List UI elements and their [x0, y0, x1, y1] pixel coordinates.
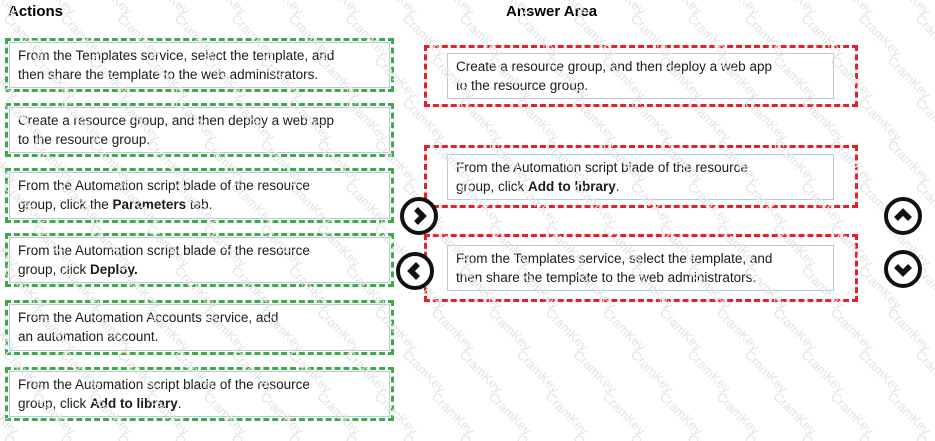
text-line: then share the template to the web admin…: [456, 270, 757, 285]
action-item[interactable]: From the Automation script blade of the …: [5, 233, 394, 287]
text-line: From the Templates service, select the t…: [18, 48, 335, 63]
text-line: From the Automation script blade of the …: [18, 178, 310, 193]
action-item-text: From the Automation script blade of the …: [9, 237, 390, 283]
action-item[interactable]: From the Templates service, select the t…: [5, 38, 394, 92]
answer-area-title: Answer Area: [506, 3, 598, 20]
move-right-button[interactable]: [400, 197, 438, 235]
action-item-text: From the Automation script blade of the …: [9, 172, 390, 219]
answer-item[interactable]: Create a resource group, and then deploy…: [447, 53, 834, 99]
text-line: group, click Deploy.: [18, 262, 138, 277]
text-line: group, click Add to library.: [456, 178, 620, 194]
actions-column-title: Actions: [8, 3, 64, 20]
move-left-button[interactable]: [396, 252, 434, 290]
action-item-text: From the Templates service, select the t…: [9, 42, 390, 88]
chevron-left-icon: [407, 262, 420, 280]
action-item[interactable]: From the Automation Accounts service, ad…: [5, 300, 394, 355]
answer-slot[interactable]: From the Templates service, select the t…: [424, 234, 858, 302]
text-line: then share the template to the web admin…: [18, 67, 319, 82]
text-line: From the Automation Accounts service, ad…: [18, 310, 279, 325]
text-line: group, click the Parameters tab.: [18, 197, 213, 212]
action-item-text: From the Automation script blade of the …: [9, 371, 390, 417]
answer-item[interactable]: From the Templates service, select the t…: [447, 245, 834, 291]
action-item-text: From the Automation Accounts service, ad…: [9, 304, 390, 351]
text-line: Create a resource group, and then deploy…: [18, 113, 334, 128]
text-line: From the Templates service, select the t…: [456, 251, 773, 266]
action-item[interactable]: From the Automation script blade of the …: [5, 367, 394, 421]
answer-slot[interactable]: Create a resource group, and then deploy…: [424, 45, 858, 107]
text-line: From the Automation script blade of the …: [18, 377, 310, 392]
chevron-right-icon: [414, 207, 427, 225]
answer-slot[interactable]: From the Automation script blade of the …: [424, 145, 858, 208]
text-line: to the resource group.: [456, 78, 589, 93]
action-item-text: Create a resource group, and then deploy…: [9, 107, 390, 153]
text-line: From the Automation script blade of the …: [456, 159, 748, 175]
text-line: Create a resource group, and then deploy…: [456, 59, 772, 74]
text-line: an automation account.: [18, 329, 159, 344]
text-line: From the Automation script blade of the …: [18, 243, 310, 258]
action-item[interactable]: From the Automation script blade of the …: [5, 168, 394, 223]
chevron-down-icon: [894, 264, 912, 277]
chevron-up-icon: [894, 208, 912, 221]
text-line: to the resource group.: [18, 132, 151, 147]
move-down-button[interactable]: [884, 250, 922, 288]
answer-item[interactable]: From the Automation script blade of the …: [447, 153, 834, 200]
move-up-button[interactable]: [884, 197, 922, 235]
action-item[interactable]: Create a resource group, and then deploy…: [5, 103, 394, 157]
text-line: group, click Add to library.: [18, 396, 182, 411]
